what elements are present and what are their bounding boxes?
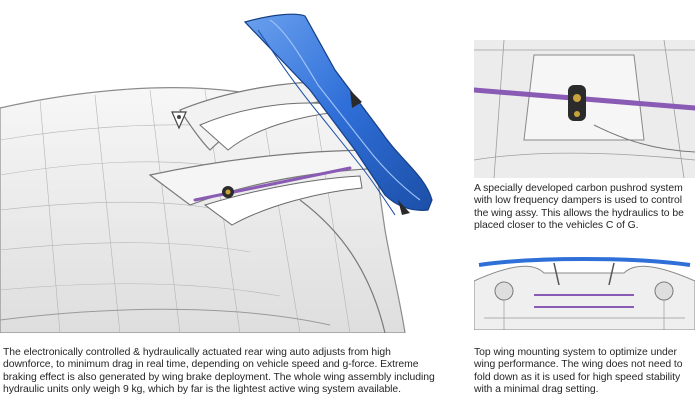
- damper-icon: [222, 186, 234, 198]
- main-caption: The electronically controlled & hydrauli…: [3, 347, 435, 396]
- rear-wing-illustration: [0, 13, 433, 333]
- rear-body-outline: [474, 265, 695, 330]
- pushrod-damper-detail: [474, 40, 695, 178]
- emblem-icon: [171, 111, 187, 130]
- wing-mount-drawing: [474, 243, 695, 330]
- mount-wing: [478, 257, 691, 267]
- damper-caption: A specially developed carbon pushrod sys…: [474, 183, 684, 232]
- damper-detail-drawing: [474, 40, 695, 178]
- rear-fender-line: [299, 199, 386, 333]
- mount-caption: Top wing mounting system to optimize und…: [474, 347, 683, 396]
- rear-wing: [243, 13, 433, 216]
- detail-damper-icon: [568, 85, 586, 121]
- pushrod: [193, 166, 352, 202]
- mount-struts: [553, 262, 615, 286]
- wing-mount-detail: [474, 243, 695, 330]
- lower-vent-opening: [203, 175, 363, 226]
- mount-pushrods: [534, 294, 634, 308]
- rear-wing-drawing: [0, 13, 433, 333]
- lower-body-line: [0, 308, 331, 326]
